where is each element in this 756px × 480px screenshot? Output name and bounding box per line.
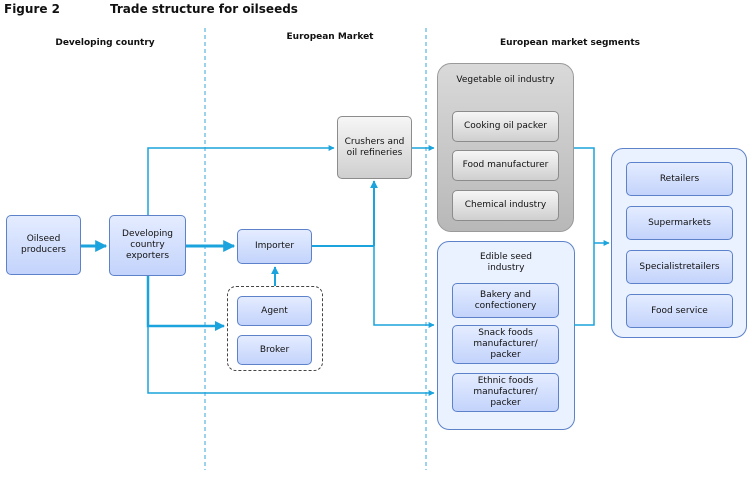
agent-broker-group bbox=[227, 286, 323, 371]
chemical-industry-label: Chemical industry bbox=[464, 200, 547, 210]
developing-exporters-label: Developing country exporters bbox=[122, 229, 173, 261]
specialist-retailers-label: Specialistretailers bbox=[639, 261, 720, 272]
edible-seed-industry-title: Edible seed industry bbox=[480, 252, 532, 273]
crushers-box: Crushers and oil refineries bbox=[337, 116, 412, 179]
crushers-label: Crushers and oil refineries bbox=[344, 136, 405, 158]
food-service-box: Food service bbox=[626, 294, 733, 328]
vegetable-oil-industry-title: Vegetable oil industry bbox=[456, 75, 555, 85]
cooking-oil-packer-box: Cooking oil packer bbox=[452, 111, 559, 142]
specialist-retailers-box: Specialistretailers bbox=[626, 250, 733, 284]
developing-exporters-box: Developing country exporters bbox=[109, 215, 186, 276]
column-dividers bbox=[204, 28, 427, 470]
column-header-european-market: European Market bbox=[286, 32, 374, 42]
column-header-segments: European market segments bbox=[500, 38, 640, 48]
food-manufacturer-label: Food manufacturer bbox=[462, 160, 549, 170]
snack-foods-label: Snack foods manufacturer/ packer bbox=[473, 328, 538, 360]
food-manufacturer-box: Food manufacturer bbox=[452, 150, 559, 181]
importer-label: Importer bbox=[254, 241, 295, 251]
ethnic-foods-box: Ethnic foods manufacturer/ packer bbox=[452, 373, 559, 412]
figure-label: Figure 2 bbox=[4, 2, 61, 16]
agent-box: Agent bbox=[237, 296, 312, 326]
agent-label: Agent bbox=[261, 305, 288, 316]
chemical-industry-box: Chemical industry bbox=[452, 190, 559, 221]
retailers-label: Retailers bbox=[659, 173, 700, 184]
supermarkets-box: Supermarkets bbox=[626, 206, 733, 240]
food-service-label: Food service bbox=[651, 305, 708, 316]
bakery-box: Bakery and confectionery bbox=[452, 283, 559, 318]
snack-foods-box: Snack foods manufacturer/ packer bbox=[452, 325, 559, 364]
figure-title: Trade structure for oilseeds bbox=[110, 2, 298, 16]
oilseed-producers-label: Oilseed producers bbox=[20, 234, 66, 255]
broker-box: Broker bbox=[237, 335, 312, 365]
ethnic-foods-label: Ethnic foods manufacturer/ packer bbox=[473, 376, 538, 408]
column-header-developing: Developing country bbox=[55, 38, 155, 48]
broker-label: Broker bbox=[259, 344, 290, 355]
importer-box: Importer bbox=[237, 229, 312, 264]
retailers-box: Retailers bbox=[626, 162, 733, 196]
cooking-oil-packer-label: Cooking oil packer bbox=[464, 121, 547, 131]
oilseed-producers-box: Oilseed producers bbox=[6, 215, 81, 275]
supermarkets-label: Supermarkets bbox=[648, 217, 711, 228]
bakery-label: Bakery and confectionery bbox=[474, 289, 537, 311]
